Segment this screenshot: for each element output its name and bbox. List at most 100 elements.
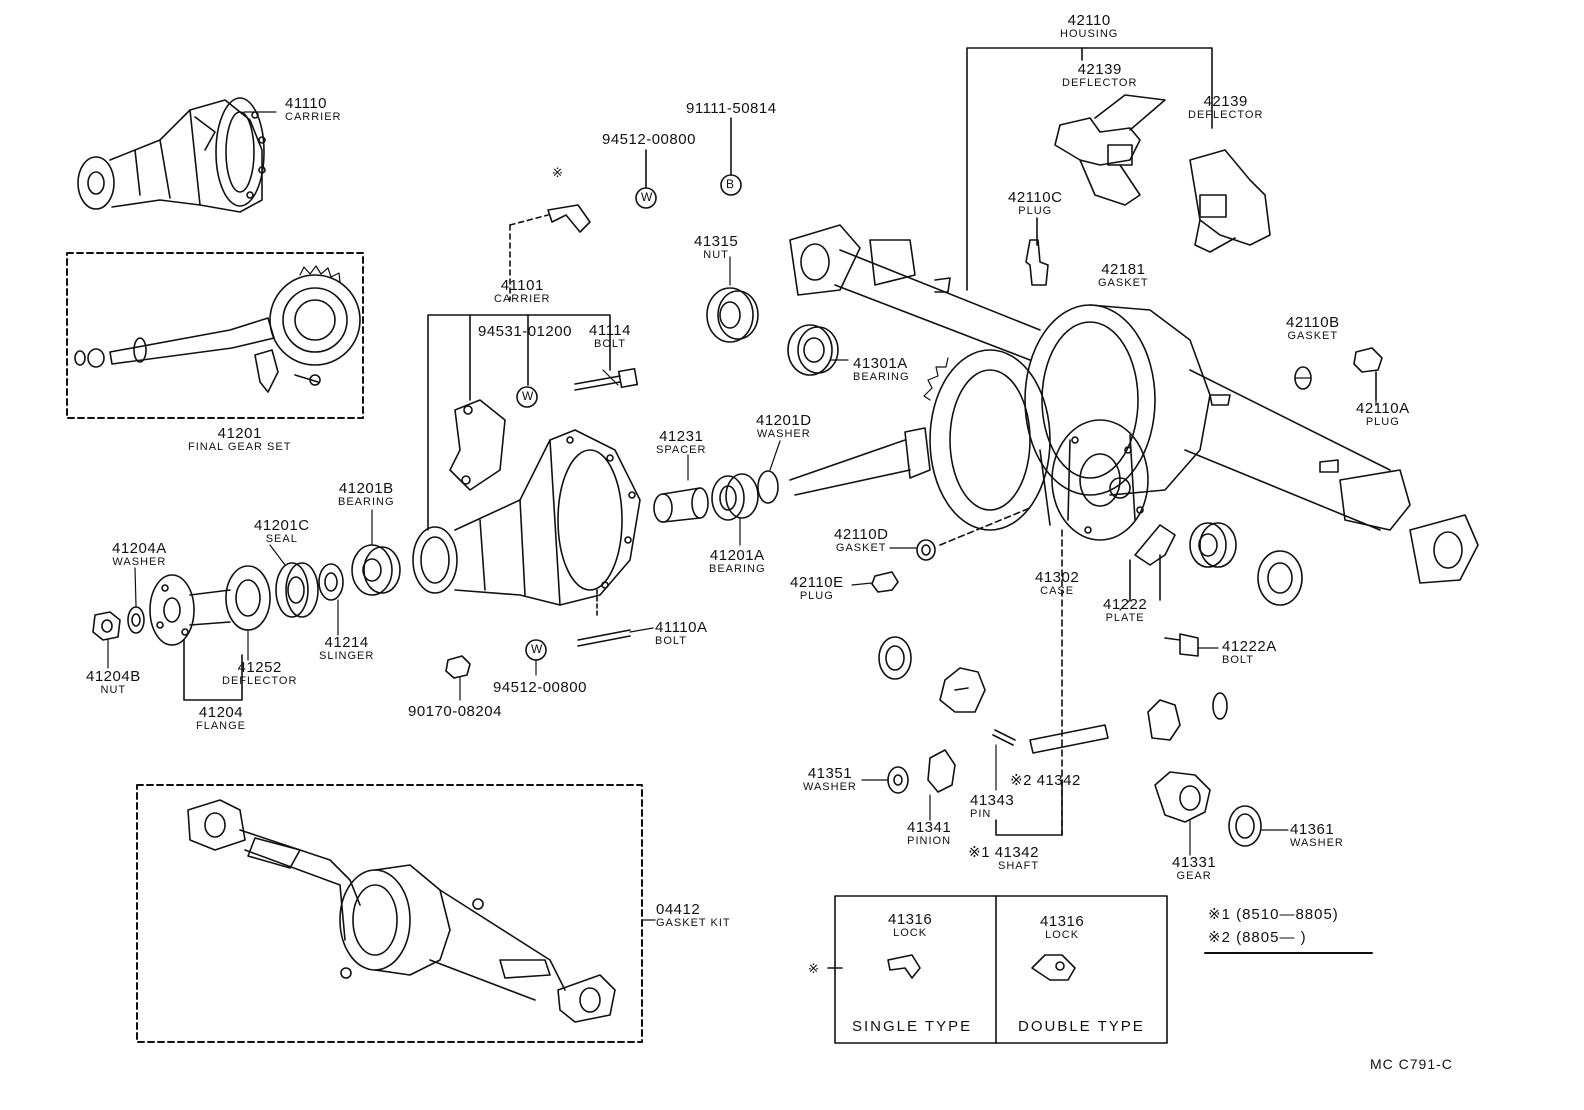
label-04412: 04412 GASKET KIT [656, 902, 731, 929]
label-41201a: 41201A BEARING [709, 548, 766, 575]
label-41201b: 41201B BEARING [338, 481, 395, 508]
label-42181: 42181 GASKET [1098, 262, 1149, 289]
label-41342-type1: ※1 41342 SHAFT [968, 845, 1039, 872]
label-41201c: 41201C SEAL [254, 518, 310, 545]
part-number: 42110E [790, 574, 844, 591]
label-41114: 41114 BOLT [589, 323, 631, 350]
label-41204b: 41204B NUT [86, 669, 141, 696]
part-number: 41231 [659, 428, 704, 445]
part-name: PINION [907, 835, 952, 847]
part-name: PLUG [1365, 416, 1400, 428]
part-number: ※2 41342 [1010, 772, 1081, 789]
part-number: 41301A [853, 355, 908, 372]
w-marker: W [522, 389, 534, 403]
label-42139-left: 42139 DEFLECTOR [1062, 62, 1137, 89]
part-name: BOLT [594, 338, 626, 350]
label-41341: 41341 PINION [907, 820, 951, 847]
part-name: PLUG [799, 590, 834, 602]
drain-plug-drawing [871, 539, 936, 593]
label-90170: 90170-08204 [408, 704, 502, 719]
label-41110: 41110 CARRIER [285, 96, 342, 123]
part-name: SLINGER [319, 650, 375, 662]
part-name: BOLT [1222, 654, 1254, 666]
part-name: DEFLECTOR [1188, 109, 1264, 121]
part-name: WASHER [756, 428, 811, 440]
washer-41201d-drawing [757, 470, 779, 504]
part-name: PLATE [1105, 612, 1145, 624]
part-number: 41302 [1035, 569, 1080, 586]
label-41201d: 41201D WASHER [756, 413, 812, 440]
note-type1: ※1 (8510—8805) [1208, 906, 1339, 923]
diagram-code: MC C791-C [1370, 1056, 1453, 1072]
part-name: FINAL GEAR SET [188, 441, 292, 453]
part-number: 41204 [198, 704, 244, 721]
label-42110a: 42110A PLUG [1356, 401, 1410, 428]
part-name: GASKET [1098, 277, 1149, 289]
part-number: 42139 [1077, 61, 1122, 78]
label-41252: 41252 DEFLECTOR [222, 660, 297, 687]
part-number: 41343 [970, 792, 1015, 809]
part-name: WASHER [112, 556, 167, 568]
part-name: LOCK [893, 927, 928, 939]
label-41101: 41101 CARRIER [494, 278, 551, 305]
label-41316-single: 41316 LOCK [888, 912, 932, 939]
label-94512-bottom: 94512-00800 [493, 680, 587, 695]
bearing-41301a-drawing [787, 324, 839, 376]
part-name: BEARING [853, 371, 910, 383]
part-number: 42181 [1101, 261, 1146, 278]
part-name: LOCK [1045, 929, 1080, 941]
label-42139-right: 42139 DEFLECTOR [1188, 94, 1263, 121]
part-name: CARRIER [494, 293, 551, 305]
label-41351: 41351 WASHER [803, 766, 857, 793]
part-number: 42110C [1008, 189, 1063, 206]
kome-marker: ※ [552, 165, 563, 180]
axle-housing-drawing [789, 224, 1479, 836]
label-41204: 41204 FLANGE [196, 705, 246, 732]
kome-marker: ※ [808, 961, 819, 976]
label-42110e: 42110E PLUG [790, 575, 844, 602]
label-41301a: 41301A BEARING [853, 356, 910, 383]
differential-internals-drawing [878, 636, 1262, 847]
part-name: SPACER [656, 444, 707, 456]
part-number: 91111-50814 [686, 100, 777, 117]
lock-plate-drawing [509, 204, 591, 301]
part-name: BEARING [338, 496, 395, 508]
marker-circles [516, 117, 742, 661]
part-number: 41114 [589, 322, 631, 339]
bolt-41114-drawing [574, 367, 639, 391]
label-91111: 91111-50814 [686, 101, 777, 116]
part-number: 41315 [694, 233, 739, 250]
part-number: 94531-01200 [478, 323, 572, 340]
note-type2: ※2 (8805— ) [1208, 929, 1307, 946]
label-42110c: 42110C PLUG [1008, 190, 1062, 217]
part-name: CARRIER [285, 111, 342, 123]
part-name: SEAL [265, 533, 298, 545]
label-42110b: 42110B GASKET [1286, 315, 1340, 342]
differential-carrier-drawing [412, 314, 641, 616]
spacer-drawing [653, 487, 709, 523]
part-name: NUT [100, 684, 127, 696]
part-number: 41201 [217, 425, 262, 442]
part-name: PLUG [1018, 205, 1053, 217]
w-marker: W [641, 190, 653, 204]
label-41343: 41343 PIN [970, 793, 1014, 820]
seal-slinger-drawing [275, 562, 344, 618]
label-41331: 41331 GEAR [1172, 855, 1216, 882]
part-name: WASHER [803, 781, 857, 793]
label-41222: 41222 PLATE [1103, 597, 1147, 624]
single-type-title: SINGLE TYPE [852, 1018, 973, 1035]
washer-nut-drawing [92, 606, 145, 641]
nut-41315-drawing [706, 287, 759, 343]
double-type-title: DOUBLE TYPE [1018, 1018, 1145, 1035]
part-name: GASKET KIT [656, 917, 731, 929]
part-number: 04412 [656, 901, 701, 918]
label-42110d: 42110D GASKET [834, 527, 888, 554]
stud-bolt-drawing [445, 629, 631, 679]
part-name: GASKET [1287, 330, 1339, 342]
bearing-41201b-drawing [351, 544, 401, 596]
part-number: 41341 [907, 819, 952, 836]
label-41315: 41315 NUT [694, 234, 738, 261]
part-number: 41204A [112, 540, 167, 557]
part-number: 90170-08204 [408, 703, 502, 720]
bearing-41201a-drawing [711, 473, 759, 521]
